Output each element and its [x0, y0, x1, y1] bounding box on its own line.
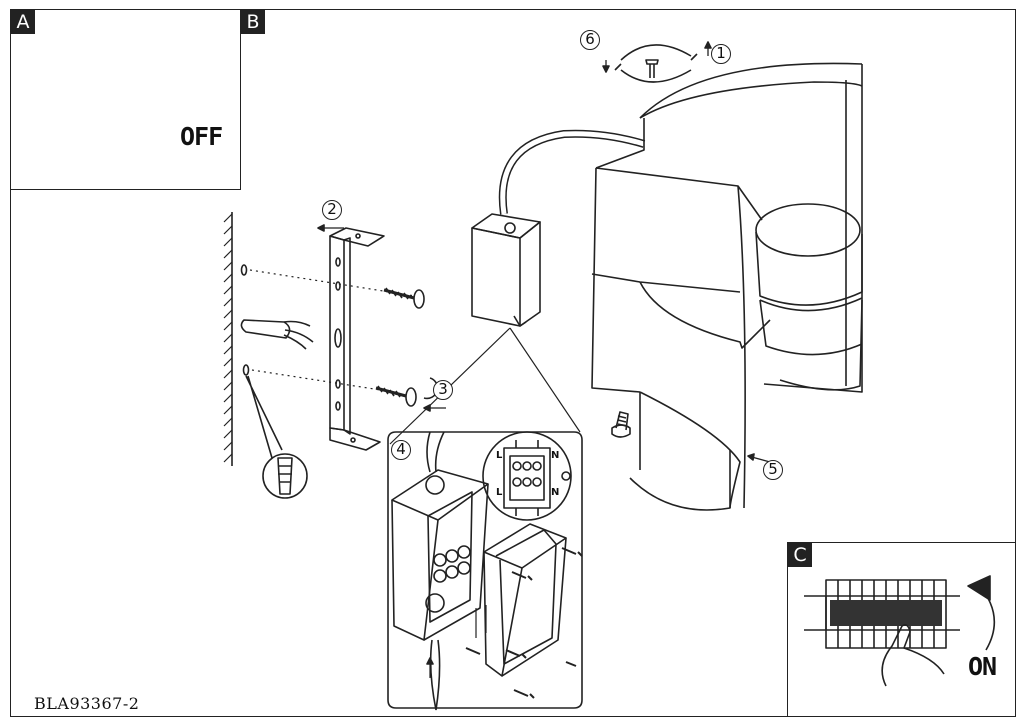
terminal-label-l-bottom: L — [496, 487, 503, 498]
breaker-on-illustration — [804, 575, 996, 687]
wall-cable — [240, 319, 314, 350]
step-1-marker: 1 — [711, 44, 731, 64]
panel-c-tag: C — [788, 543, 812, 567]
panel-a-tag: A — [11, 10, 35, 34]
wiring-detail-callout — [387, 431, 583, 711]
panel-a-power-off — [10, 9, 241, 190]
set-screw — [611, 411, 631, 438]
screw-upper — [383, 287, 425, 309]
panel-b-tag: B — [241, 10, 265, 34]
drill-hole — [242, 364, 250, 376]
junction-box — [471, 213, 541, 327]
step-4-marker: 4 — [391, 440, 411, 460]
terminal-label-l-top: L — [496, 450, 503, 461]
terminal-block-detail — [482, 431, 572, 521]
wall-plug-callout — [245, 375, 308, 499]
terminal-label-n-top: N — [551, 450, 560, 461]
on-caption: ON — [968, 652, 997, 681]
panel-c-power-on — [787, 542, 1016, 717]
top-screw — [614, 44, 698, 83]
step-3-marker: 3 — [433, 380, 453, 400]
step-6-marker: 6 — [580, 30, 600, 50]
mounting-bracket — [329, 227, 385, 451]
off-caption: OFF — [180, 122, 223, 151]
wall-hatching — [223, 212, 233, 466]
reference-code: BLA93367-2 — [34, 694, 140, 713]
lamp-body — [591, 62, 863, 511]
drawing-frame — [10, 9, 1016, 717]
step-2-marker: 2 — [322, 200, 342, 220]
terminal-label-n-bottom: N — [551, 487, 560, 498]
drill-hole — [240, 264, 248, 276]
step-5-marker: 5 — [763, 460, 783, 480]
